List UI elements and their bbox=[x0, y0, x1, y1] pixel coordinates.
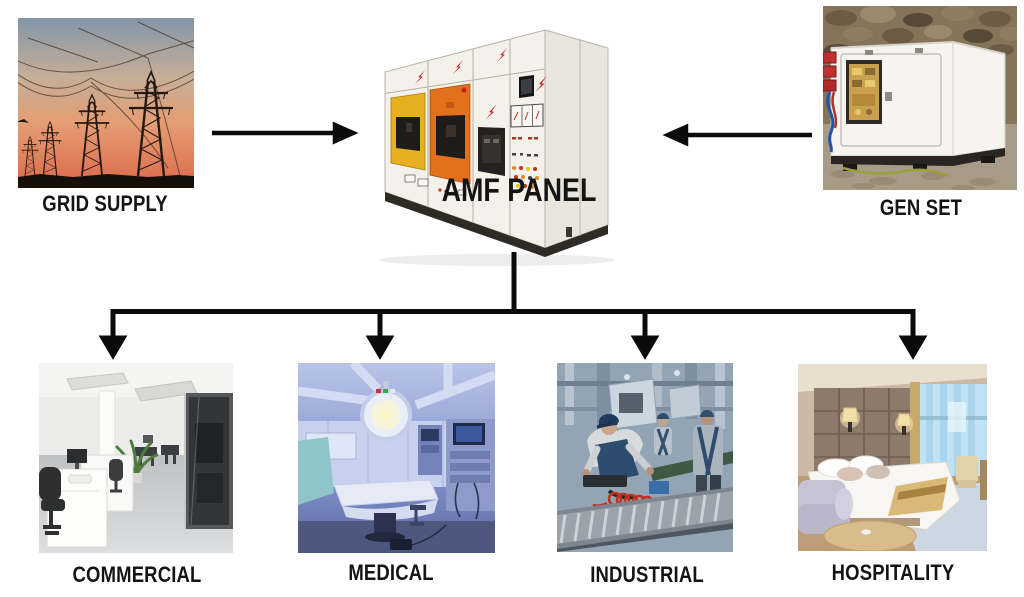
arrow-icon bbox=[365, 335, 395, 360]
worker-main bbox=[582, 413, 654, 483]
arrow-icon bbox=[98, 335, 128, 360]
desk-chair bbox=[956, 456, 987, 500]
grid-supply-label: GRID SUPPLY bbox=[42, 191, 168, 216]
generator-unit bbox=[823, 40, 1006, 178]
wall-sconce bbox=[840, 407, 913, 435]
workbench-items bbox=[583, 475, 669, 500]
medical-photo bbox=[298, 363, 495, 553]
arrow-to-hospitality bbox=[898, 309, 928, 360]
pillows bbox=[817, 455, 890, 481]
control-window bbox=[846, 60, 882, 124]
bird-silhouette bbox=[18, 119, 29, 123]
arrow-grid-to-panel bbox=[212, 121, 359, 145]
ground bbox=[18, 174, 194, 188]
hospitality-photo bbox=[798, 364, 987, 551]
surgical-lamp bbox=[360, 381, 412, 441]
amf-panel-photo bbox=[370, 22, 670, 267]
factory-machinery bbox=[557, 363, 733, 435]
commercial-photo bbox=[39, 363, 233, 553]
hospitality-label: HOSPITALITY bbox=[831, 560, 955, 585]
medical-label: MEDICAL bbox=[348, 560, 434, 585]
office-chairs bbox=[39, 459, 123, 535]
industrial-photo bbox=[557, 363, 733, 552]
grid-supply-photo bbox=[18, 18, 194, 188]
coffee-table bbox=[823, 520, 917, 551]
gen-set-label: GEN SET bbox=[879, 195, 963, 220]
commercial-label: COMMERCIAL bbox=[72, 562, 202, 587]
panel-control-section bbox=[510, 73, 548, 189]
draped-trolley bbox=[298, 437, 334, 505]
cobblestone-ground bbox=[831, 170, 996, 190]
glass-partition bbox=[184, 393, 233, 529]
arrow-to-commercial bbox=[98, 309, 128, 360]
arrow-icon bbox=[662, 123, 689, 147]
equipment-rack bbox=[418, 419, 495, 520]
panel-orange-door bbox=[429, 83, 471, 185]
arrow-to-industrial bbox=[630, 309, 660, 360]
worker-background bbox=[654, 413, 672, 456]
panel-yellow-door bbox=[390, 92, 426, 171]
panel-display-door bbox=[478, 102, 505, 176]
pillar bbox=[98, 390, 116, 458]
panel-placards bbox=[404, 174, 467, 196]
power-sockets bbox=[823, 51, 838, 153]
floor-device bbox=[390, 539, 412, 550]
arrow-icon bbox=[332, 121, 359, 145]
ceiling-lights bbox=[66, 372, 198, 402]
arrow-icon bbox=[898, 335, 928, 360]
gen-set-photo bbox=[823, 6, 1017, 190]
arrow-genset-to-panel bbox=[662, 123, 812, 147]
indicator-lights bbox=[512, 166, 539, 189]
amf-panel-label: AMF PANEL bbox=[441, 172, 597, 208]
sofa bbox=[798, 480, 853, 534]
distribution-bus bbox=[110, 252, 916, 314]
ceiling bbox=[798, 364, 987, 392]
arrow-icon bbox=[630, 335, 660, 360]
roller-conveyor bbox=[557, 487, 733, 552]
industrial-label: INDUSTRIAL bbox=[590, 562, 704, 587]
arrow-to-medical bbox=[365, 309, 395, 360]
